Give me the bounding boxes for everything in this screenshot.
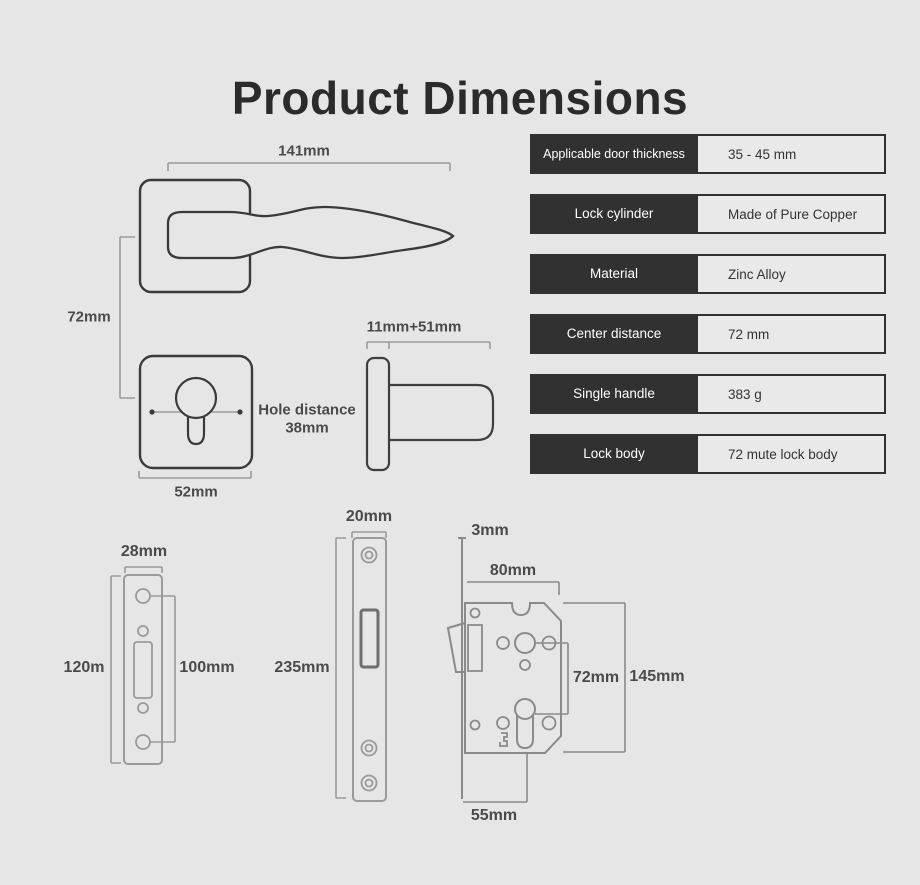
lockbody-hole-below-spindle <box>519 659 531 671</box>
faceplate-screw-bot-inner <box>364 778 374 788</box>
lockbody-backset-label: 55mm <box>470 807 518 824</box>
strike-width-label: 28mm <box>120 543 168 560</box>
hole-distance-value: 38mm <box>285 419 329 437</box>
spec-row-lock-body: Lock body 72 mute lock body <box>530 434 886 474</box>
hole-dot-left <box>149 409 155 415</box>
lockbody-center-dimension-line <box>535 642 569 715</box>
spec-table: Applicable door thickness 35 - 45 mm Loc… <box>530 134 886 494</box>
faceplate-screw-top-inner <box>364 550 374 560</box>
spec-label: Material <box>530 254 698 294</box>
spec-row-material: Material Zinc Alloy <box>530 254 886 294</box>
strike-hole-top <box>135 588 151 604</box>
spec-value: 383 g <box>698 374 886 414</box>
lockbody-backset-dimension-line <box>463 753 528 803</box>
lockbody-screwpost-topleft <box>469 607 481 619</box>
strike-slot <box>133 641 153 699</box>
handle-height-dimension-line <box>119 236 135 399</box>
strike-hole-upper-small <box>137 625 149 637</box>
spec-label: Lock cylinder <box>530 194 698 234</box>
faceplate-width-label: 20mm <box>345 508 393 525</box>
lockbody-thickness-label: 3mm <box>471 522 509 539</box>
strike-hole-lower-small <box>137 702 149 714</box>
spec-row-center-distance: Center distance 72 mm <box>530 314 886 354</box>
faceplate-screw-bot-outer <box>360 774 378 792</box>
strike-inner-label: 100mm <box>179 659 235 676</box>
spec-label: Center distance <box>530 314 698 354</box>
lockbody-hole-mid-left <box>496 636 510 650</box>
lockbody-cylinder-circle <box>514 698 536 720</box>
lockbody-hole-bottom-left <box>496 716 510 730</box>
spec-row-lock-cylinder: Lock cylinder Made of Pure Copper <box>530 194 886 234</box>
lockbody-key-cutout <box>499 732 508 747</box>
strike-height-dimension-line <box>110 575 121 764</box>
strike-height-label: 120m <box>63 659 105 676</box>
faceplate-width-dimension-line <box>351 531 387 538</box>
spec-label: Lock body <box>530 434 698 474</box>
escutcheon-diagram <box>138 354 254 479</box>
lock-body-diagram <box>446 537 626 803</box>
lockbody-height-label: 145mm <box>629 668 685 685</box>
spec-value: Made of Pure Copper <box>698 194 886 234</box>
latch-faceplate <box>365 356 391 472</box>
lockbody-depth-dimension-line <box>467 581 560 595</box>
lockbody-spindle-hole <box>514 632 536 654</box>
spec-value: Zinc Alloy <box>698 254 886 294</box>
escutcheon-width-dimension-line <box>138 471 252 479</box>
latch-body <box>389 383 495 442</box>
faceplate-height-dimension-line <box>335 537 346 799</box>
spec-row-door-thickness: Applicable door thickness 35 - 45 mm <box>530 134 886 174</box>
handle-lever <box>166 205 455 260</box>
lockbody-center-label: 72mm <box>572 669 620 686</box>
keyhole-circle <box>174 376 218 420</box>
handle-diagram <box>119 162 455 399</box>
latch-dimension-line <box>366 341 491 349</box>
lockbody-depth-label: 80mm <box>489 562 537 579</box>
handle-width-dimension-line <box>167 162 451 171</box>
hole-distance-label: Hole distance <box>258 401 356 419</box>
spec-row-single-handle: Single handle 383 g <box>530 374 886 414</box>
hole-dot-right <box>237 409 243 415</box>
strike-plate <box>123 574 163 765</box>
spec-value: 72 mute lock body <box>698 434 886 474</box>
lockbody-cylinder-stem <box>516 712 534 750</box>
handle-height-label: 72mm <box>67 308 111 326</box>
faceplate-screw-mid-outer <box>360 739 378 757</box>
escutcheon-plate <box>138 354 254 470</box>
escutcheon-width-label: 52mm <box>174 483 218 501</box>
spec-value: 72 mm <box>698 314 886 354</box>
faceplate-plate <box>352 537 387 802</box>
strike-width-dimension-line <box>124 566 163 573</box>
lockbody-latch-bolt <box>446 622 466 673</box>
lockbody-case <box>464 602 562 754</box>
lockbody-screwpost-bottomleft <box>469 719 481 731</box>
lockbody-latch-housing <box>467 624 483 672</box>
spec-value: 35 - 45 mm <box>698 134 886 174</box>
latch-length-label: 11mm+51mm <box>366 318 462 336</box>
faceplate-screw-mid-inner <box>364 743 374 753</box>
strike-plate-diagram <box>110 566 176 765</box>
faceplate-diagram <box>335 531 387 802</box>
strike-inner-dimension-line <box>150 595 176 743</box>
page-title: Product Dimensions <box>231 71 689 124</box>
spec-label: Applicable door thickness <box>530 134 698 174</box>
faceplate-screw-top-outer <box>360 546 378 564</box>
lockbody-height-dimension-line <box>563 602 626 753</box>
handle-width-label: 141mm <box>278 142 330 160</box>
faceplate-latch-slot <box>359 608 380 669</box>
lockbody-hole-bottom-right <box>541 715 557 731</box>
strike-hole-bottom <box>135 734 151 750</box>
latch-diagram <box>365 341 495 472</box>
faceplate-height-label: 235mm <box>274 659 330 676</box>
spec-label: Single handle <box>530 374 698 414</box>
lockbody-faceplate-line <box>458 537 466 799</box>
